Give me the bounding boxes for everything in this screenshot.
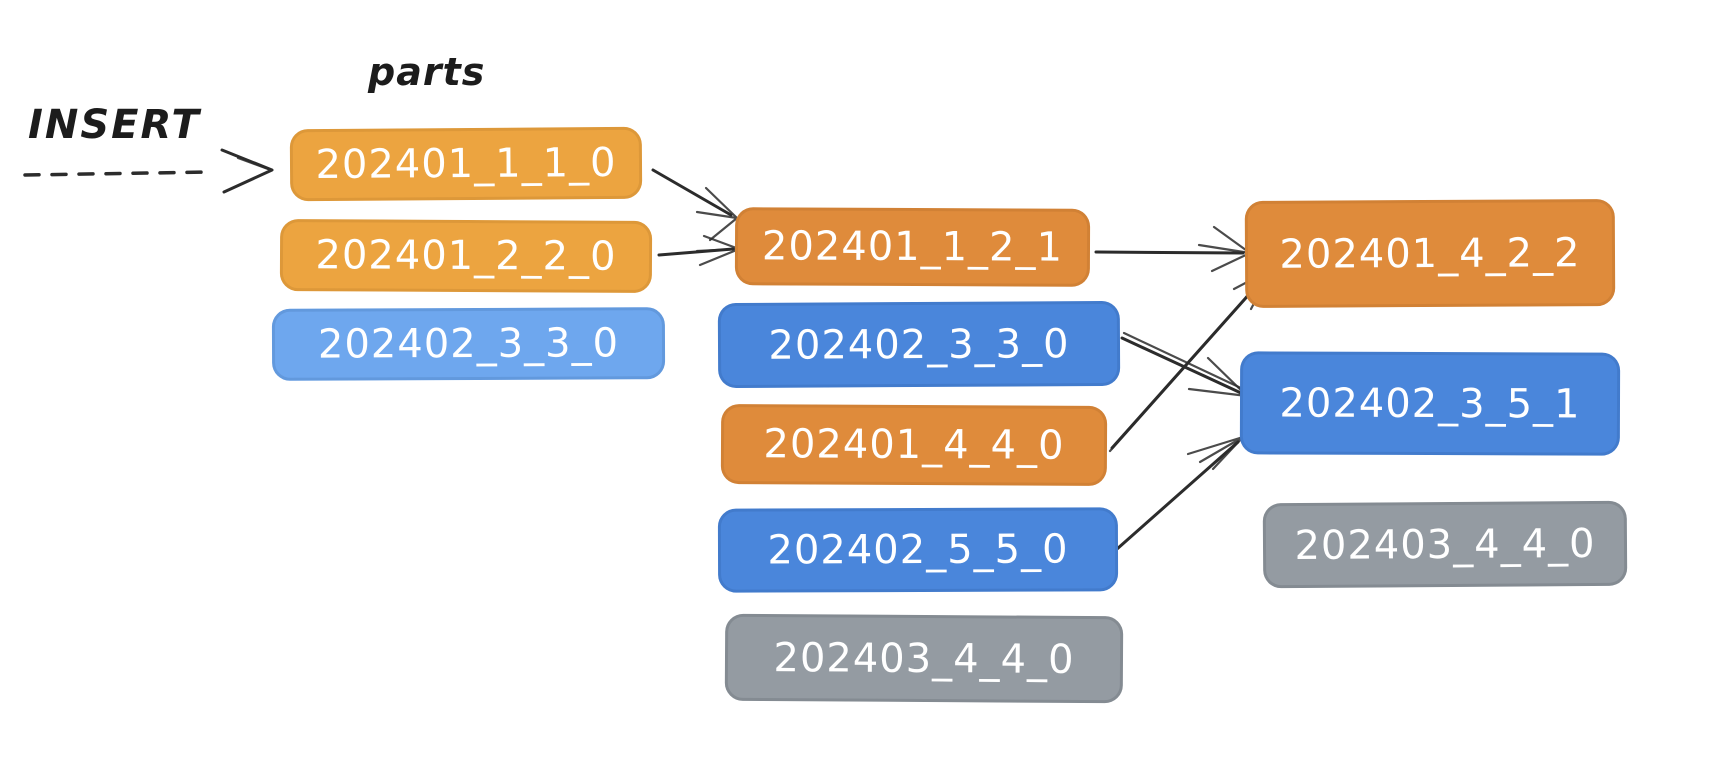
part-mid-202401-1-2-1: 202401_1_2_1 bbox=[734, 207, 1091, 287]
arrow-3-3-0-to-3-5-1-head bbox=[1187, 356, 1249, 398]
part-initial-202402-3-3-0: 202402_3_3_0 bbox=[271, 307, 666, 381]
insert-label: INSERT bbox=[28, 102, 201, 148]
part-mid-202401-4-4-0: 202401_4_4_0 bbox=[720, 403, 1108, 487]
parts-label: parts bbox=[368, 50, 486, 94]
part-mid-202402-5-5-0: 202402_5_5_0 bbox=[717, 507, 1119, 593]
arrow-2-2-0-to-1-2-1-head bbox=[695, 234, 741, 267]
arrow-1-2-1-to-4-2-2-head bbox=[1197, 225, 1252, 273]
arrow-3-3-0-to-3-5-1-line bbox=[1120, 336, 1243, 395]
part-mid-202403-4-4-0: 202403_4_4_0 bbox=[724, 613, 1124, 704]
arrow-1-2-1-to-4-2-2-line bbox=[1094, 250, 1245, 255]
arrow-insert-line bbox=[23, 170, 214, 177]
arrow-insert-head-sketch bbox=[236, 156, 270, 171]
arrow-insert-head bbox=[220, 148, 274, 194]
part-initial-202401-2-2-0: 202401_2_2_0 bbox=[279, 219, 653, 293]
part-merged-202403-4-4-0: 202403_4_4_0 bbox=[1262, 500, 1628, 589]
arrow-1-1-0-to-1-2-1-head bbox=[695, 186, 739, 242]
part-initial-202401-1-1-0: 202401_1_1_0 bbox=[289, 126, 643, 202]
part-mid-202402-3-3-0: 202402_3_3_0 bbox=[717, 300, 1121, 389]
arrow-1-1-0-to-1-2-1-line bbox=[651, 168, 733, 217]
part-merged-202402-3-5-1: 202402_3_5_1 bbox=[1239, 351, 1621, 456]
arrow-5-5-0-to-3-5-1-line bbox=[1115, 440, 1240, 551]
part-merged-202401-4-2-2: 202401_4_2_2 bbox=[1244, 199, 1616, 308]
arrow-2-2-0-to-1-2-1-line bbox=[657, 247, 735, 257]
arrow-5-5-0-to-3-5-1-head bbox=[1186, 435, 1245, 471]
arrow-3-3-0-to-3-5-1-sketch bbox=[1122, 331, 1245, 391]
